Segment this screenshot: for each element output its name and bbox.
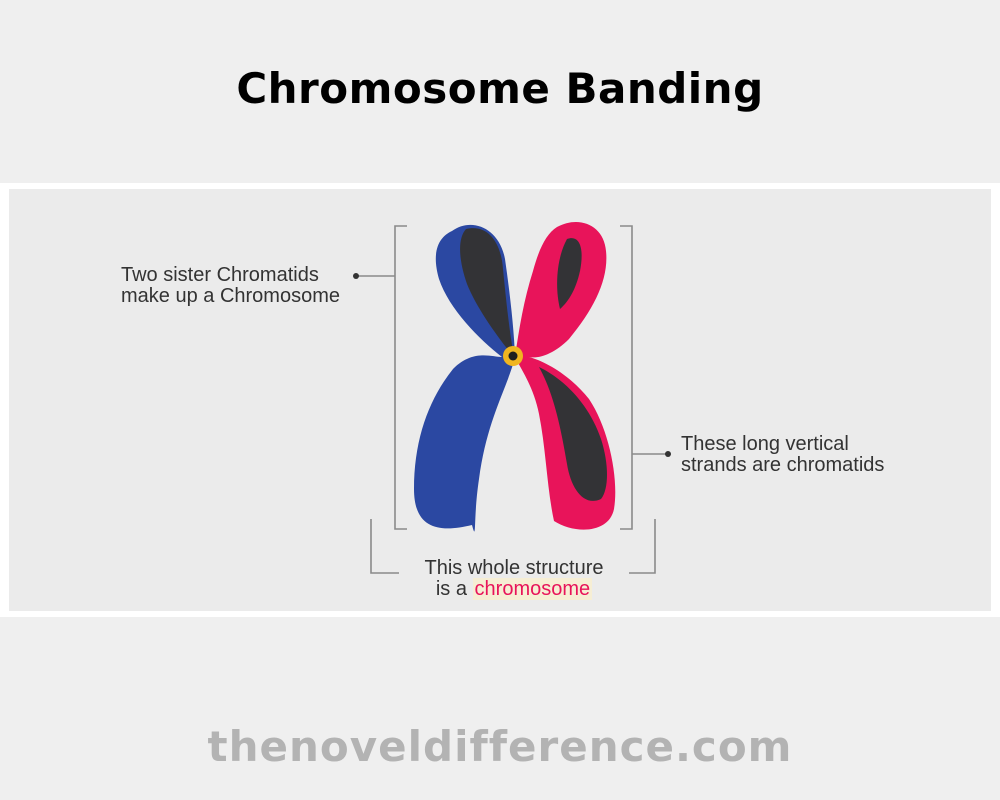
centromere-core (508, 351, 518, 361)
page-title: Chromosome Banding (236, 64, 764, 113)
chromosome-bracket-left (394, 225, 407, 530)
chromosome-bracket-right (620, 225, 633, 530)
structure-highlight: chromosome (472, 578, 593, 600)
structure-prefix: is a (435, 578, 473, 600)
structure-label-line2: is a chromosome (391, 578, 637, 600)
right-chromatid-band-upper (557, 238, 582, 309)
sister-chromatids-label: Two sister Chromatids make up a Chromoso… (121, 265, 340, 307)
left-chromatid-band (460, 228, 514, 357)
chromosome-diagram (353, 221, 671, 574)
sister-label-line2: make up a Chromosome (121, 285, 340, 307)
sister-label-line1: Two sister Chromatids (121, 264, 319, 286)
diagram-panel: Two sister Chromatids make up a Chromoso… (0, 183, 1000, 617)
strands-label-line2: strands are chromatids (681, 454, 885, 476)
left-pointer-dot (353, 273, 359, 279)
strands-label-line1: These long vertical (681, 433, 849, 455)
right-chromatid-band-lower (539, 367, 607, 501)
structure-label: This whole structure is a chromosome (391, 558, 637, 600)
diagram-area: Two sister Chromatids make up a Chromoso… (9, 189, 991, 611)
right-pointer-dot (665, 451, 671, 457)
structure-label-line1: This whole structure (424, 557, 604, 579)
strands-label: These long vertical strands are chromati… (681, 434, 884, 476)
bottom-bracket (370, 519, 656, 574)
site-watermark: thenoveldifference.com (207, 722, 793, 771)
